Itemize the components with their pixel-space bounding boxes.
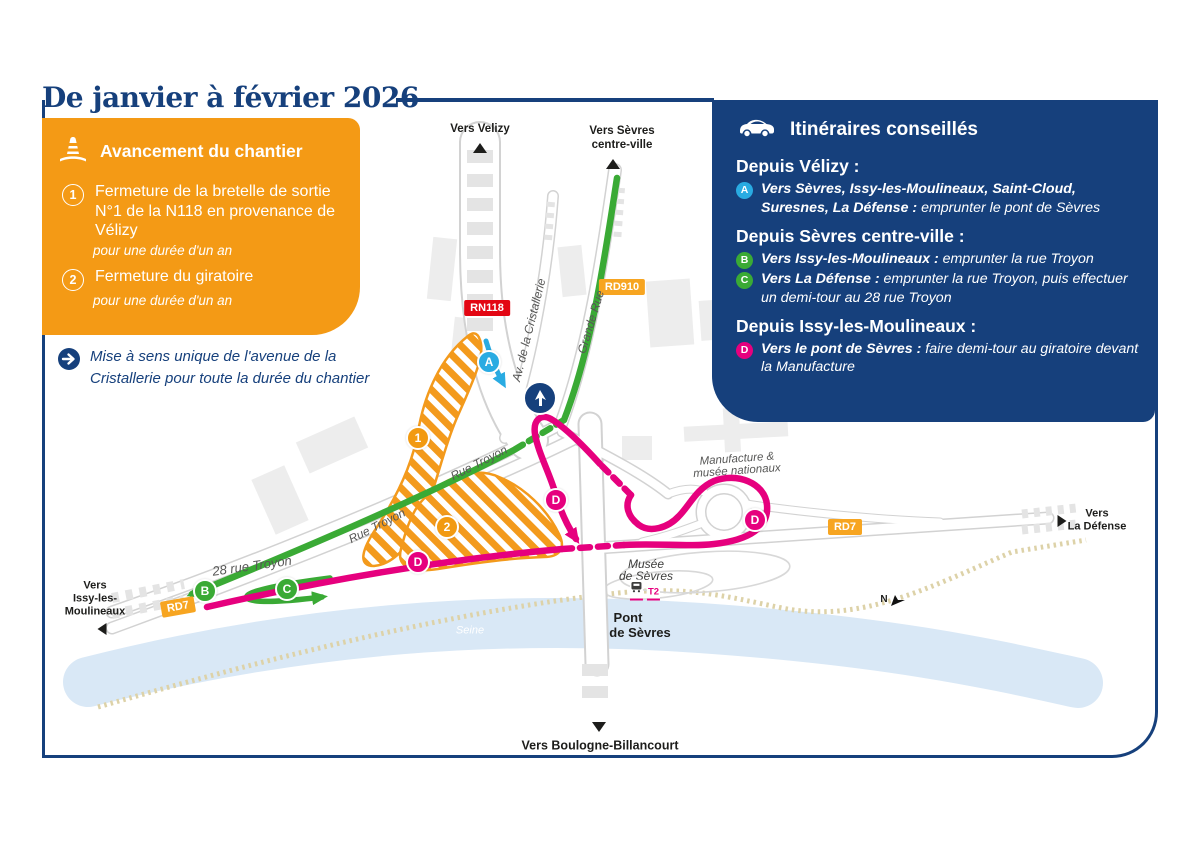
dest-velizy-label: Vers Velizy xyxy=(450,123,510,136)
one-way-up-arrow-icon xyxy=(523,381,557,415)
dest-boulogne-arrow-icon xyxy=(592,722,606,732)
place-pont-label-1: Pont xyxy=(613,610,643,626)
route-d: D Vers le pont de Sèvres : faire demi-to… xyxy=(736,340,1139,378)
section-heading: Depuis Vélizy : xyxy=(736,156,860,176)
step-2-badge: 2 xyxy=(62,268,84,291)
route-c-badge: C xyxy=(736,271,753,289)
progress-panel-title: Avancement du chantier xyxy=(100,141,303,161)
progress-item-1-duration: pour une durée d'un an xyxy=(93,242,233,258)
place-musee-label-2: de Sèvres xyxy=(618,568,674,583)
one-way-note: Mise à sens unique de l'avenue de la Cri… xyxy=(58,346,410,390)
road-badge-rd7-east: RD7 xyxy=(827,518,863,536)
route-c: C Vers La Défense : emprunter la rue Tro… xyxy=(736,270,1139,308)
car-icon xyxy=(736,114,778,145)
page-title: De janvier à février 2026 xyxy=(42,80,419,114)
dest-boulogne-label: Vers Boulogne-Billancourt xyxy=(521,738,679,753)
place-pont-label-2: de Sèvres xyxy=(609,625,671,641)
road-badge-rd910: RD910 xyxy=(598,278,646,296)
map-route-badge-d-roundabout: D xyxy=(743,508,767,532)
dest-issy-label-2: Issy-les- xyxy=(72,592,118,605)
traffic-cone-icon xyxy=(56,134,90,169)
progress-item-2-duration: pour une durée d'un an xyxy=(93,292,233,308)
dest-issy-label-3: Moulineaux xyxy=(64,605,126,618)
compass-arrow-icon xyxy=(890,594,906,613)
tram-t2-badge: T2 xyxy=(646,586,661,601)
road-badge-rn118: RN118 xyxy=(464,299,510,317)
dest-defense-arrow-icon xyxy=(1057,515,1067,527)
section-from-issy: Depuis Issy-les-Moulineaux : D Vers le p… xyxy=(712,309,1155,378)
dest-issy-label-1: Vers xyxy=(83,579,107,592)
progress-panel: Avancement du chantier 1 Fermeture de la… xyxy=(42,118,360,335)
page-frame-border xyxy=(42,100,1158,758)
map-route-badge-d-center: D xyxy=(544,488,568,512)
dest-defense-label-2: La Défense xyxy=(1067,520,1127,533)
seine-label: Seine xyxy=(455,624,485,637)
dest-sevres-label-1: Vers Sèvres xyxy=(589,125,655,138)
one-way-note-text: Mise à sens unique de l'avenue de la Cri… xyxy=(90,348,370,387)
section-from-velizy: Depuis Vélizy : A Vers Sèvres, Issy-les-… xyxy=(712,149,1155,218)
progress-item-2: 2 Fermeture du giratoire xyxy=(42,258,360,291)
dest-sevres-label-2: centre-ville xyxy=(591,139,653,152)
route-b: B Vers Issy-les-Moulineaux : emprunter l… xyxy=(736,250,1139,269)
route-a: A Vers Sèvres, Issy-les-Moulineaux, Sain… xyxy=(736,180,1139,218)
header-rule xyxy=(396,98,714,102)
section-from-sevres: Depuis Sèvres centre-ville : B Vers Issy… xyxy=(712,219,1155,308)
section-heading: Depuis Issy-les-Moulineaux : xyxy=(736,315,977,336)
dest-issy-arrow-icon xyxy=(97,623,107,635)
section-heading: Depuis Sèvres centre-ville : xyxy=(736,225,965,246)
dest-defense-label-1: Vers xyxy=(1085,507,1109,520)
route-d-badge: D xyxy=(736,341,753,359)
musee-transport-icons: T2 xyxy=(629,579,661,601)
route-a-badge: A xyxy=(736,182,753,199)
dest-velizy-arrow-icon xyxy=(473,143,487,153)
map-route-badge-b: B xyxy=(193,579,217,603)
map-zone-badge-2: 2 xyxy=(435,515,459,539)
map-route-badge-c: C xyxy=(275,577,299,601)
place-musee-label-1: Musée xyxy=(627,556,665,571)
compass-n-label: N xyxy=(880,594,888,605)
arrow-right-icon xyxy=(58,348,80,370)
map-zone-badge-1: 1 xyxy=(406,426,430,450)
progress-item-1: 1 Fermeture de la bretelle de sortie N°1… xyxy=(42,173,360,241)
itineraries-panel-title: Itinéraires conseillés xyxy=(790,118,978,140)
dest-sevres-arrow-icon xyxy=(606,159,620,169)
itineraries-panel: Itinéraires conseillés Depuis Vélizy : A… xyxy=(712,100,1155,422)
route-b-badge: B xyxy=(736,251,753,269)
step-1-badge: 1 xyxy=(62,184,84,206)
tram-icon xyxy=(629,579,643,601)
map-route-badge-a: A xyxy=(477,350,501,374)
map-route-badge-d-west: D xyxy=(406,550,430,574)
